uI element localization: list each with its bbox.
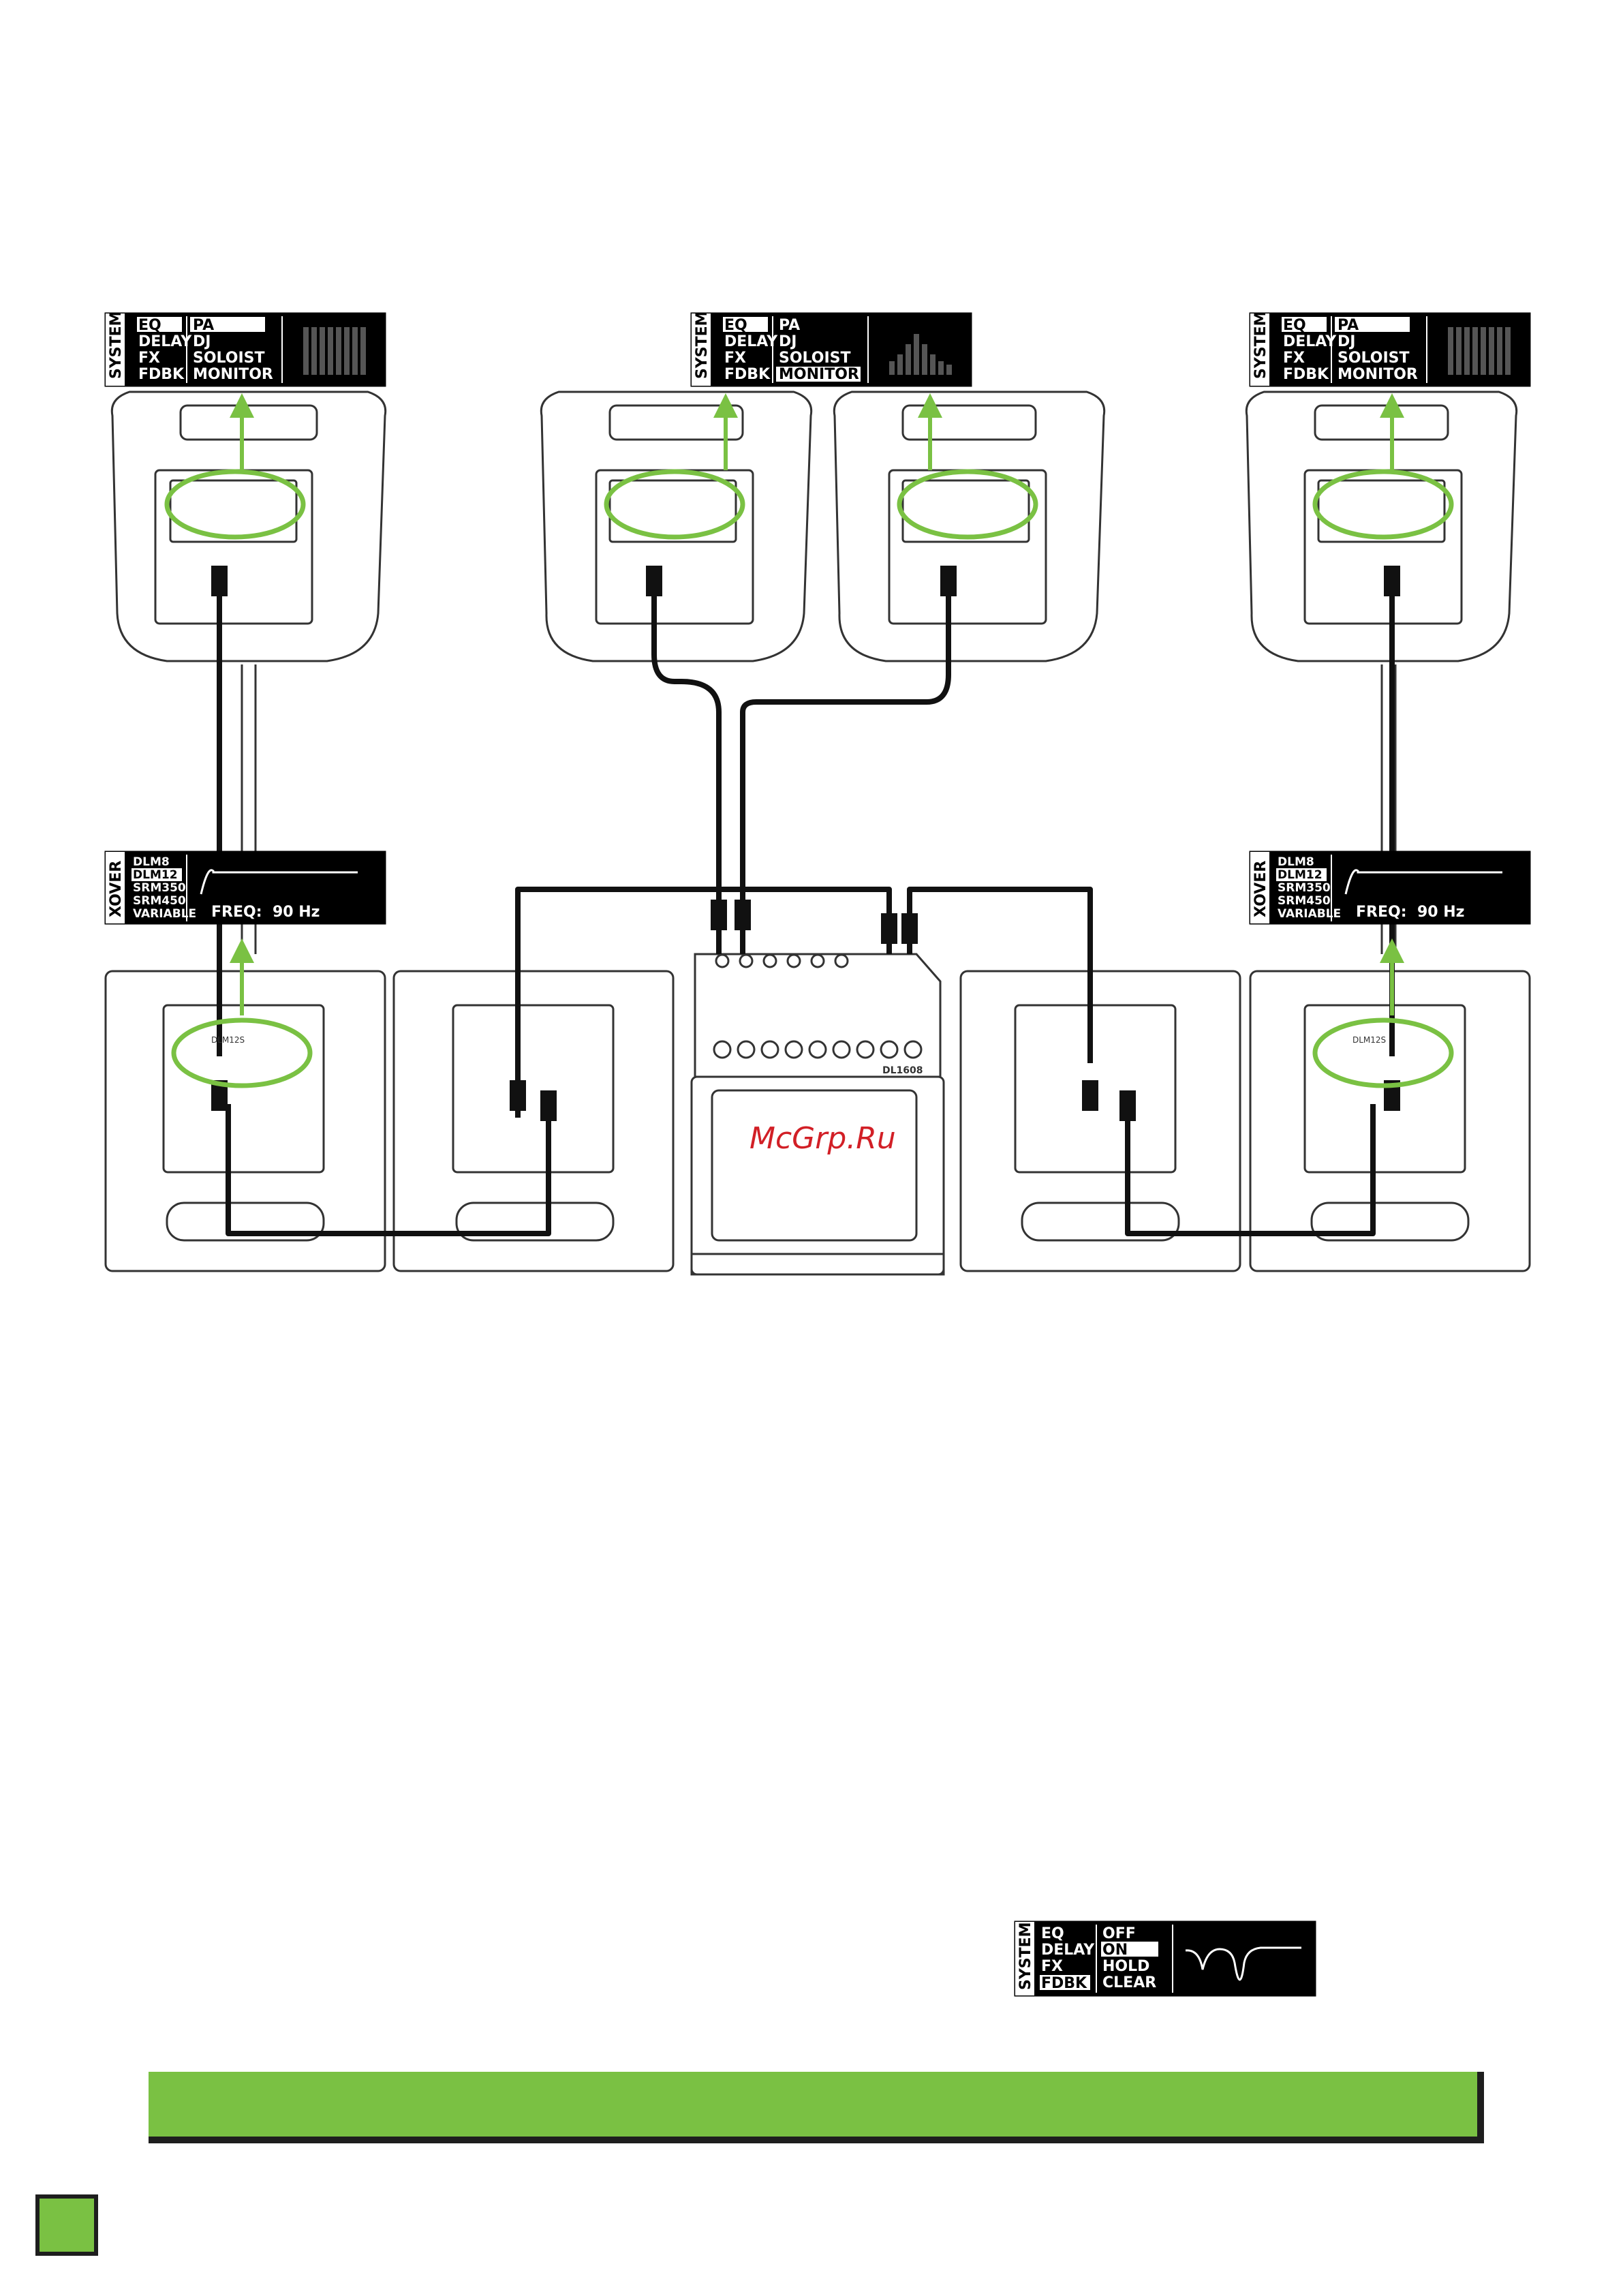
svg-text:EQ: EQ [1283, 317, 1306, 334]
system-display-right: SYSTEM EQ DELAY FX FDBK PA DJ SOLOIST MO… [1249, 311, 1531, 387]
cable-mixer-to-sub2 [515, 887, 892, 1118]
svg-text:XOVER: XOVER [108, 861, 125, 917]
notch-filter-curve-icon [1185, 1946, 1301, 1981]
mixer-jacks-row [715, 953, 849, 968]
svg-text:MONITOR: MONITOR [1338, 366, 1418, 383]
svg-text:DLM12S: DLM12S [1352, 1035, 1386, 1045]
svg-text:FDBK: FDBK [724, 366, 771, 383]
crossover-curve-icon [1344, 869, 1502, 895]
top-speaker-center-a [540, 391, 813, 662]
svg-text:FDBK: FDBK [1041, 1975, 1087, 1992]
mixer-knobs-row-1 [713, 1040, 923, 1059]
eq-meter-icon [1448, 327, 1511, 375]
svg-text:SRM450: SRM450 [1278, 894, 1331, 908]
svg-text:SYSTEM: SYSTEM [694, 311, 711, 379]
highlight-ellipse-top-center-a [604, 469, 745, 540]
top-speaker-center-b [833, 391, 1106, 662]
green-highlights [164, 469, 1454, 1088]
system-display-center: SYSTEM EQ DELAY FX FDBK PA DJ SOLOIST MO… [690, 311, 972, 387]
cable-sub1-to-sub2 [226, 1104, 551, 1236]
svg-text:FDBK: FDBK [138, 366, 185, 383]
svg-text:VARIABLE: VARIABLE [1278, 907, 1341, 921]
svg-text:EQ: EQ [1041, 1925, 1064, 1942]
svg-text:DJ: DJ [193, 333, 211, 350]
svg-text:90 Hz: 90 Hz [1417, 904, 1465, 921]
highlight-ellipse-sub-right [1312, 1017, 1454, 1088]
xover-display-right: XOVER DLM8 DLM12 SRM350 SRM450 VARIABLE … [1249, 851, 1531, 925]
svg-text:DLM8: DLM8 [133, 855, 170, 869]
subwoofer-2 [392, 970, 675, 1272]
svg-text:DLM12: DLM12 [133, 868, 178, 882]
svg-text:DLM12S: DLM12S [211, 1035, 245, 1045]
cable-mixer-to-center-a [651, 579, 722, 954]
svg-text:SOLOIST: SOLOIST [779, 350, 851, 367]
svg-text:FREQ:: FREQ: [211, 904, 262, 921]
svg-text:PA: PA [1338, 317, 1359, 334]
digital-mixer [690, 953, 945, 1276]
svg-text:DELAY: DELAY [1283, 333, 1337, 350]
svg-text:MONITOR: MONITOR [779, 366, 859, 383]
xover-display-left: XOVER DLM8 DLM12 SRM350 SRM450 VARIABLE … [104, 851, 386, 925]
svg-text:SYSTEM: SYSTEM [1017, 1922, 1034, 1990]
svg-text:ON: ON [1102, 1942, 1128, 1959]
cable-mixer-to-center-b [740, 579, 951, 954]
highlight-ellipse-top-left [164, 469, 306, 540]
svg-text:OFF: OFF [1102, 1925, 1136, 1942]
eq-meter-icon [889, 334, 952, 375]
svg-text:SRM350: SRM350 [133, 881, 186, 895]
svg-text:EQ: EQ [138, 317, 161, 334]
svg-text:DJ: DJ [1338, 333, 1355, 350]
svg-text:HOLD: HOLD [1102, 1958, 1149, 1975]
svg-text:XOVER: XOVER [1252, 861, 1269, 917]
svg-text:DELAY: DELAY [724, 333, 778, 350]
mixer-model-label: DL1608 [882, 1065, 923, 1076]
svg-text:PA: PA [193, 317, 214, 334]
svg-text:FREQ:: FREQ: [1356, 904, 1407, 921]
svg-text:DELAY: DELAY [138, 333, 192, 350]
page-marker [35, 2194, 98, 2256]
subwoofer-3 [959, 970, 1241, 1272]
top-speaker-left [110, 391, 387, 662]
sub-panel-labels: DLM12S DLM12S [211, 1035, 1386, 1045]
svg-text:MONITOR: MONITOR [193, 366, 273, 383]
svg-text:SRM450: SRM450 [133, 894, 186, 908]
svg-text:DELAY: DELAY [1041, 1942, 1095, 1959]
watermark-text: McGrp.Ru [749, 1121, 896, 1156]
highlight-ellipse-top-center-b [897, 469, 1038, 540]
svg-text:FX: FX [1283, 350, 1305, 367]
highlight-ellipse-sub-left [171, 1017, 313, 1088]
svg-text:PA: PA [779, 317, 800, 334]
green-arrows [230, 393, 1404, 1015]
top-speaker-right [1245, 391, 1518, 662]
eq-meter-icon [303, 327, 366, 375]
svg-text:FX: FX [138, 350, 160, 367]
svg-text:90 Hz: 90 Hz [273, 904, 320, 921]
system-display-left: SYSTEM EQ DELAY FX FDBK PA DJ SOLOIST MO… [104, 311, 386, 387]
svg-text:SOLOIST: SOLOIST [193, 350, 265, 367]
svg-text:SRM350: SRM350 [1278, 881, 1331, 895]
fdbk-display: SYSTEM EQ DELAY FX FDBK OFF ON HOLD CLEA… [1014, 1920, 1316, 1997]
subwoofer-1 [104, 970, 386, 1272]
svg-text:SYSTEM: SYSTEM [1252, 311, 1269, 379]
system-side-label: SYSTEM [108, 311, 125, 379]
green-banner [149, 2072, 1484, 2143]
svg-text:FX: FX [724, 350, 746, 367]
svg-text:FX: FX [1041, 1958, 1063, 1975]
cable-sub3-to-sub4 [1125, 1104, 1376, 1236]
svg-text:CLEAR: CLEAR [1102, 1974, 1156, 1991]
svg-text:SOLOIST: SOLOIST [1338, 350, 1410, 367]
svg-text:FDBK: FDBK [1283, 366, 1329, 383]
crossover-curve-icon [200, 869, 358, 895]
svg-text:VARIABLE: VARIABLE [133, 907, 196, 921]
cable-connectors [211, 566, 1400, 1121]
svg-text:DJ: DJ [779, 333, 797, 350]
svg-text:EQ: EQ [724, 317, 747, 334]
svg-text:DLM8: DLM8 [1278, 855, 1314, 869]
svg-text:DLM12: DLM12 [1278, 868, 1323, 882]
highlight-ellipse-top-right [1312, 469, 1454, 540]
